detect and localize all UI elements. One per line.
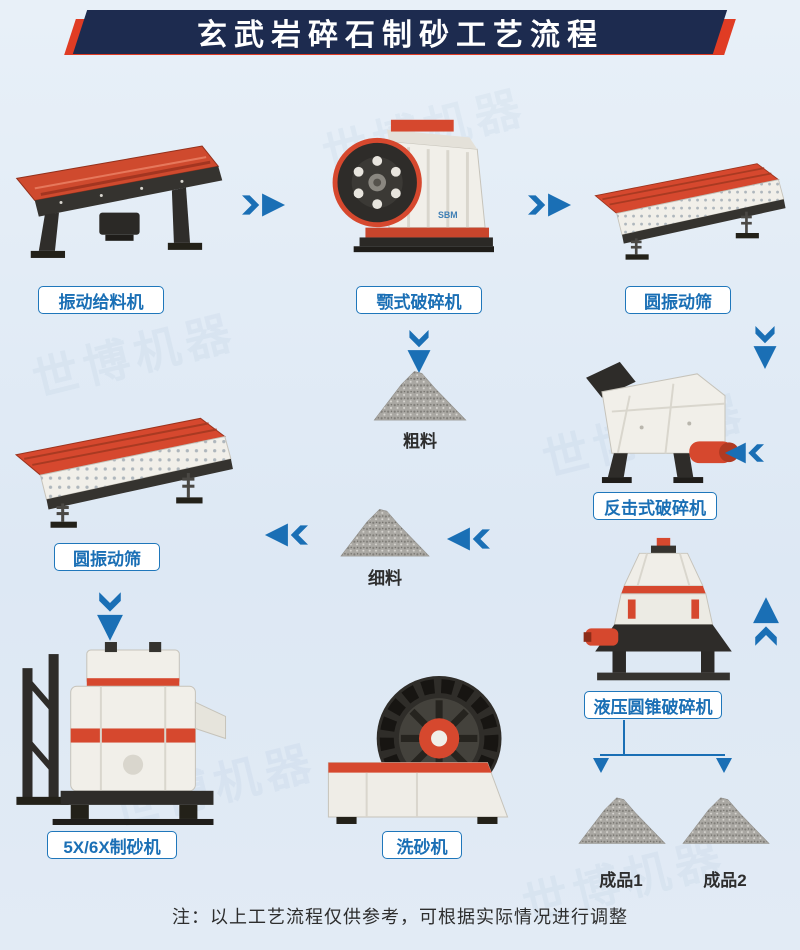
fine-material-pile [340, 502, 430, 558]
sand-washer-image [327, 676, 509, 824]
sand-maker-image [16, 642, 227, 825]
arrow-down-icon [593, 758, 609, 773]
arrow-left-icon [446, 526, 490, 552]
vibrating-feeder-illustration [10, 138, 238, 264]
gravel-pile-image [682, 797, 770, 844]
arrow-left-icon [724, 441, 764, 465]
cone-crusher-illustration [582, 536, 744, 688]
vibrating-screen-top-illustration [590, 156, 790, 262]
label-sand-maker: 5X/6X制砂机 [47, 831, 177, 859]
banner-navy-bar: 玄武岩碎石制砂工艺流程 [72, 10, 728, 54]
arrow-down-icon [96, 592, 124, 642]
label-feeder: 振动给料机 [38, 286, 164, 314]
vibrating-screen-left-illustration [10, 410, 238, 530]
label-washer: 洗砂机 [382, 831, 462, 859]
arrow-down-icon [406, 330, 432, 374]
gravel-pile-image [373, 371, 467, 421]
label-fine: 细料 [368, 569, 402, 588]
vibrating-screen-top-image [594, 163, 786, 260]
label-impact-crusher: 反击式破碎机 [593, 492, 717, 520]
impact-crusher-illustration [578, 352, 742, 486]
label-cone-crusher: 液压圆锥破碎机 [584, 691, 722, 719]
arrow-left-icon [264, 522, 308, 548]
connector-line-vertical [623, 720, 625, 756]
sand-maker-illustration [8, 640, 240, 826]
label-screen-left: 圆振动筛 [54, 543, 160, 571]
cone-crusher-image [583, 537, 732, 681]
arrow-right-icon [242, 192, 286, 218]
sand-washer-illustration [326, 670, 518, 826]
arrow-down-icon [716, 758, 732, 773]
gravel-pile-image [340, 509, 430, 557]
label-jaw-crusher: 颚式破碎机 [356, 286, 482, 314]
impact-crusher-image [586, 361, 739, 484]
label-product1: 成品1 [599, 871, 643, 890]
vibrating-screen-left-image [14, 417, 233, 528]
gravel-pile-image [578, 797, 666, 844]
label-coarse: 粗料 [403, 432, 437, 451]
label-screen-top: 圆振动筛 [625, 286, 731, 314]
jaw-crusher-image: SBM [332, 119, 494, 253]
arrow-down-icon [752, 326, 778, 370]
vibrating-feeder-image [15, 145, 223, 258]
coarse-material-pile [372, 364, 468, 422]
jaw-crusher-illustration: SBM [332, 108, 494, 260]
arrow-up-icon [752, 596, 780, 646]
title-banner: 玄武岩碎石制砂工艺流程 [64, 10, 736, 56]
jaw-logo-text: SBM [438, 210, 458, 220]
connector-line-horizontal [600, 754, 725, 756]
page-title: 玄武岩碎石制砂工艺流程 [196, 19, 604, 52]
product2-pile [682, 790, 770, 846]
footer-note: 注：以上工艺流程仅供参考，可根据实际情况进行调整 [172, 907, 628, 927]
product1-pile [578, 790, 666, 846]
arrow-right-icon [528, 192, 572, 218]
label-product2: 成品2 [703, 871, 747, 890]
